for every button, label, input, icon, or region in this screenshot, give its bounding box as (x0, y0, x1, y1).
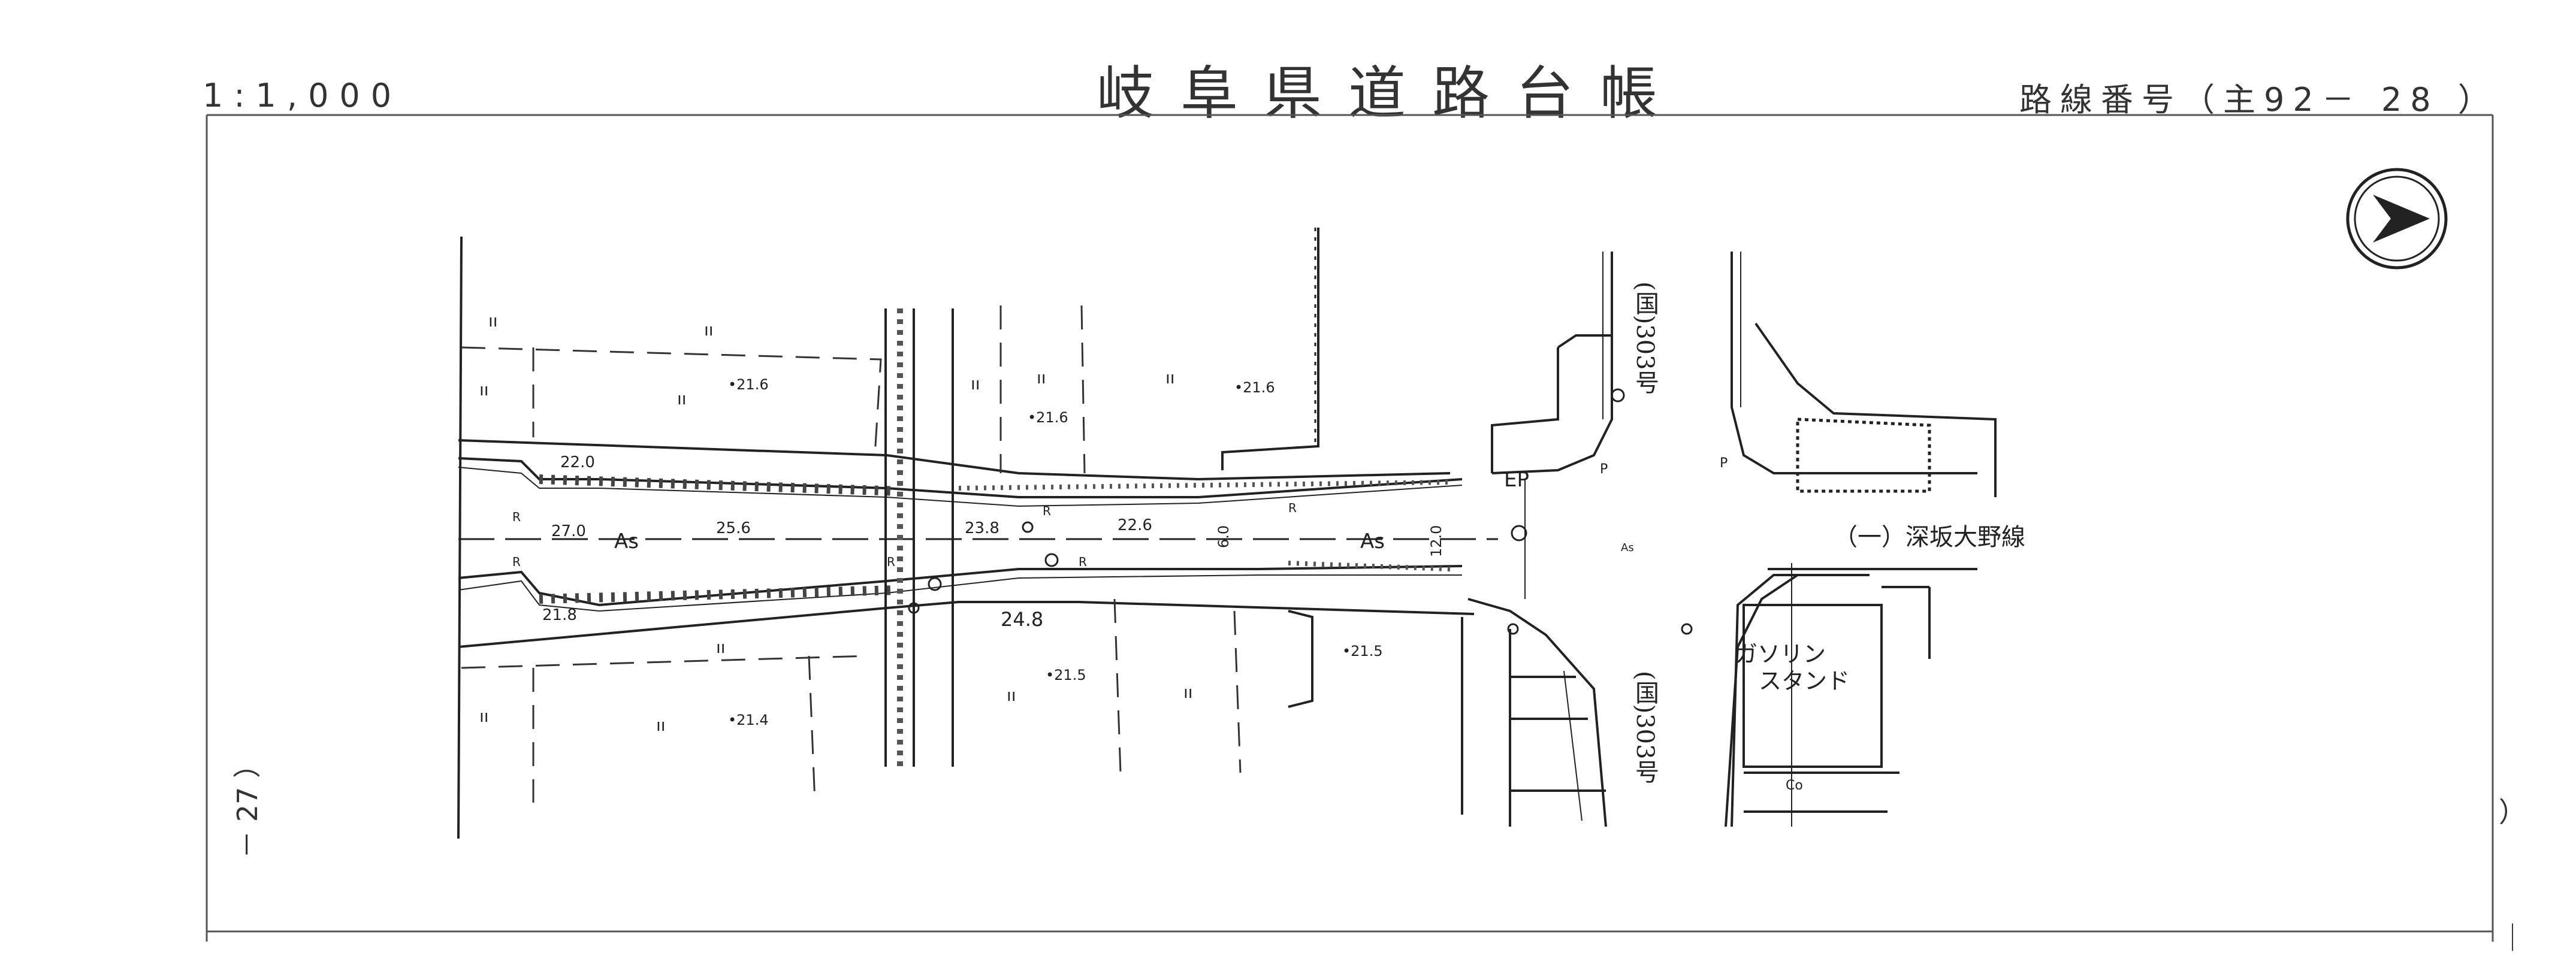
field-mark: ıı (1037, 368, 1046, 388)
field-mark: ıı (716, 637, 726, 657)
gas-station-label: スタンド (1759, 668, 1850, 694)
crossing-route-label: （一）深坂大野線 (1834, 524, 2025, 551)
field-mark: ıı (479, 380, 489, 400)
elevation-point: •21.6 (1028, 409, 1068, 426)
national-road-bottom: (国)303号 (1631, 671, 1659, 783)
main-road (458, 439, 1498, 648)
elevation-point: •21.6 (728, 376, 769, 393)
road-width: 12.0 (1428, 525, 1445, 557)
bridge (457, 236, 954, 839)
elevation-point: •21.4 (728, 712, 769, 728)
field-mark: ıı (656, 715, 666, 735)
r-mark: R (512, 510, 521, 524)
road-width: 23.8 (965, 519, 999, 537)
elevation-point: •21.6 (1234, 379, 1275, 396)
field-mark: ıı (971, 374, 980, 394)
r-mark: R (887, 555, 895, 569)
sheet-frame (206, 114, 2494, 942)
point-symbols (908, 388, 1693, 635)
road-width: 22.6 (1118, 516, 1152, 534)
intersection-as-label: As (1621, 541, 1634, 554)
elevation-point: •21.5 (1046, 667, 1086, 683)
road-surface-label-east: As (1360, 530, 1385, 553)
gas-station-label: ガソリン (1735, 641, 1826, 667)
gas-station (1731, 563, 1931, 827)
national-road-top: (国)303号 (1631, 282, 1659, 394)
co-label: Co (1786, 778, 1803, 793)
elevation-point: 21.8 (542, 606, 577, 624)
p-label: P (1600, 462, 1608, 477)
elevation-point: 24.8 (1001, 608, 1043, 631)
field-mark: ıı (704, 320, 714, 340)
right-margin-mark: ） (2499, 796, 2526, 828)
elevation-point: 22.0 (560, 453, 595, 471)
intersection (1467, 252, 1997, 827)
map-labels: As As EP P P As （一）深坂大野線 (国)303号 (国)303号… (479, 282, 2025, 793)
road-surface-label: As (614, 530, 639, 553)
r-mark: R (1079, 555, 1087, 569)
route-number: 路線番号（主92－ 28 ） (2019, 81, 2499, 119)
r-mark: R (512, 555, 521, 569)
road-width: 27.0 (551, 522, 586, 540)
map-scale: 1:1,000 (203, 77, 403, 114)
field-mark: ıı (677, 389, 687, 409)
r-mark: R (1288, 501, 1297, 515)
field-mark: ıı (1007, 685, 1016, 705)
elevation-point: •21.5 (1342, 643, 1383, 659)
north-arrow-icon (2346, 168, 2448, 270)
r-mark: R (1043, 504, 1051, 518)
field-mark: ıı (488, 311, 498, 331)
field-mark: ıı (479, 706, 489, 726)
p-label: P (1720, 456, 1728, 471)
parcel-boundaries (461, 305, 1242, 803)
road-width: 25.6 (716, 519, 751, 537)
field-mark: ıı (1183, 682, 1193, 702)
right-lots (1221, 228, 1463, 815)
field-mark: ıı (1165, 368, 1175, 388)
ep-label: EP (1504, 468, 1529, 492)
road-width: 6.0 (1215, 525, 1232, 548)
